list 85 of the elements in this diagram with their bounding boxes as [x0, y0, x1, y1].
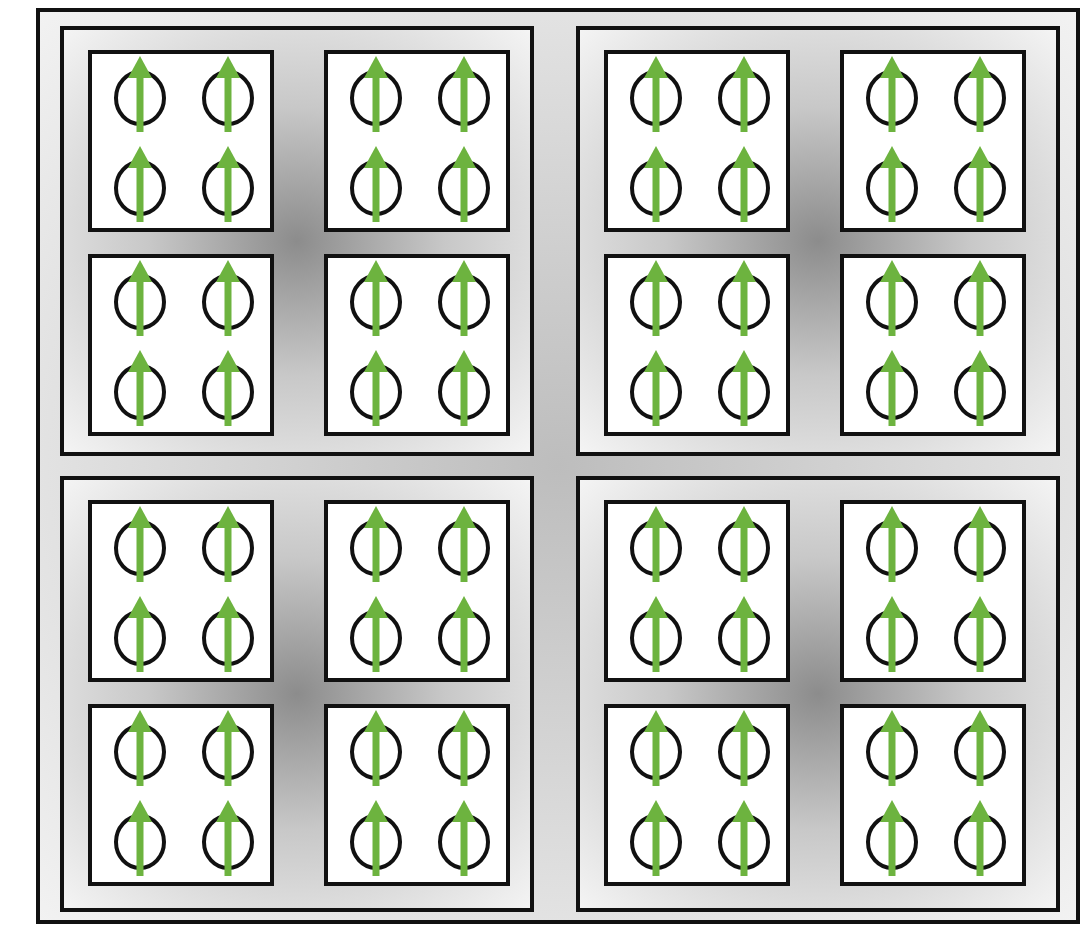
spin-icon — [436, 350, 492, 426]
spin-icon — [864, 56, 920, 132]
cell-frame — [604, 254, 790, 436]
cell-frame — [840, 254, 1026, 436]
spin-icon — [628, 350, 684, 426]
cell-frame — [324, 50, 510, 232]
cell-frame — [88, 500, 274, 682]
spin-icon — [112, 710, 168, 786]
spin-icon — [348, 506, 404, 582]
spin-icon — [628, 260, 684, 336]
spin-icon — [864, 800, 920, 876]
cell-frame — [88, 704, 274, 886]
spin-icon — [348, 596, 404, 672]
outer-frame — [36, 8, 1080, 924]
spin-icon — [864, 350, 920, 426]
spin-icon — [200, 596, 256, 672]
spin-icon — [348, 56, 404, 132]
cell-frame — [604, 500, 790, 682]
spin-icon — [112, 350, 168, 426]
spin-icon — [716, 260, 772, 336]
cell-frame — [840, 704, 1026, 886]
spin-icon — [436, 260, 492, 336]
cell-frame — [88, 254, 274, 436]
spin-icon — [436, 596, 492, 672]
cell-frame — [840, 50, 1026, 232]
spin-icon — [716, 506, 772, 582]
spin-icon — [436, 800, 492, 876]
spin-icon — [628, 710, 684, 786]
spin-icon — [112, 506, 168, 582]
spin-icon — [952, 146, 1008, 222]
spin-icon — [716, 56, 772, 132]
block-frame — [60, 26, 534, 456]
spin-icon — [952, 596, 1008, 672]
spin-icon — [436, 146, 492, 222]
spin-icon — [112, 56, 168, 132]
spin-icon — [200, 260, 256, 336]
spin-icon — [348, 260, 404, 336]
cell-frame — [324, 704, 510, 886]
spin-icon — [628, 56, 684, 132]
cell-frame — [88, 50, 274, 232]
spin-icon — [112, 260, 168, 336]
cell-frame — [840, 500, 1026, 682]
spin-icon — [200, 710, 256, 786]
spin-icon — [864, 710, 920, 786]
spin-icon — [716, 800, 772, 876]
spin-icon — [716, 350, 772, 426]
cell-frame — [604, 704, 790, 886]
spin-icon — [200, 56, 256, 132]
block-frame — [60, 476, 534, 912]
spin-icon — [348, 350, 404, 426]
spin-icon — [348, 800, 404, 876]
spin-icon — [952, 800, 1008, 876]
spin-icon — [716, 596, 772, 672]
spin-icon — [952, 506, 1008, 582]
spin-icon — [348, 710, 404, 786]
spin-icon — [628, 146, 684, 222]
spin-icon — [200, 350, 256, 426]
spin-icon — [436, 506, 492, 582]
cell-frame — [324, 500, 510, 682]
spin-icon — [200, 146, 256, 222]
block-frame — [576, 476, 1060, 912]
spin-icon — [628, 596, 684, 672]
spin-icon — [952, 710, 1008, 786]
spin-icon — [716, 146, 772, 222]
spin-icon — [716, 710, 772, 786]
spin-icon — [952, 56, 1008, 132]
block-frame — [576, 26, 1060, 456]
spin-icon — [112, 596, 168, 672]
spin-icon — [864, 260, 920, 336]
spin-icon — [628, 800, 684, 876]
spin-icon — [436, 56, 492, 132]
spin-icon — [200, 506, 256, 582]
spin-icon — [112, 146, 168, 222]
spin-icon — [952, 260, 1008, 336]
cell-frame — [324, 254, 510, 436]
spin-icon — [864, 146, 920, 222]
spin-icon — [112, 800, 168, 876]
spin-icon — [864, 596, 920, 672]
spin-icon — [436, 710, 492, 786]
spin-icon — [952, 350, 1008, 426]
spin-icon — [348, 146, 404, 222]
cell-frame — [604, 50, 790, 232]
spin-icon — [864, 506, 920, 582]
spin-icon — [628, 506, 684, 582]
spin-icon — [200, 800, 256, 876]
